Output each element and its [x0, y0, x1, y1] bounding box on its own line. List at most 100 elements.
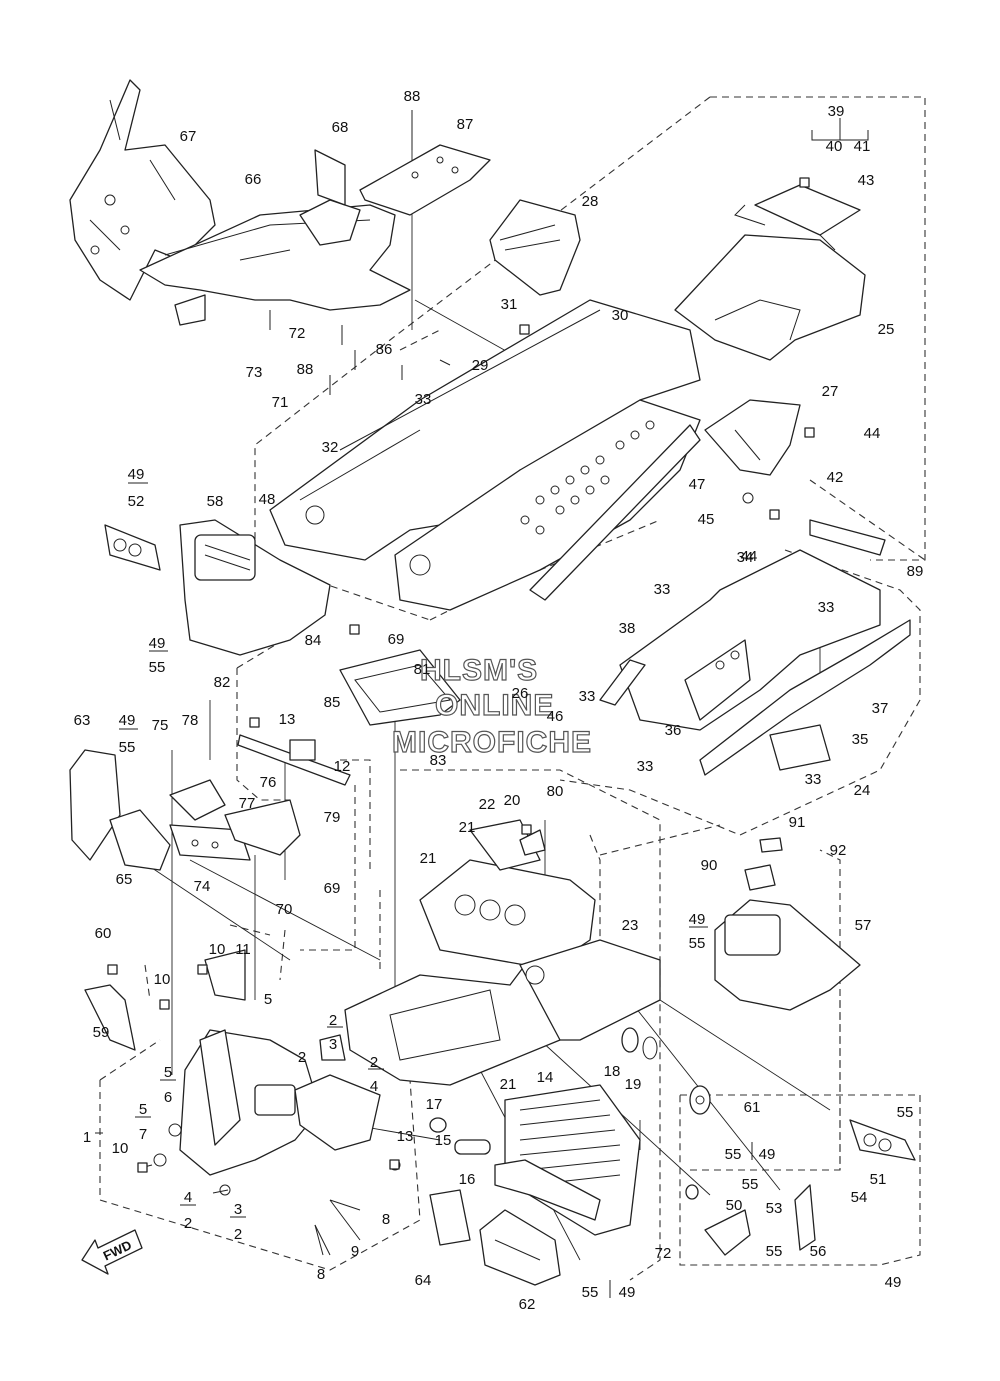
callout-number: 33 [415, 391, 432, 408]
coolant-tubes [429, 1117, 601, 1221]
footrest-bracket-left [104, 519, 331, 656]
callout-number: 55 [725, 1146, 742, 1163]
callout-number: 49 [759, 1146, 776, 1163]
cross-bar [237, 734, 351, 786]
bearings [621, 1027, 711, 1115]
callout-number: 8 [317, 1266, 325, 1283]
callout-number: 22 [479, 796, 496, 813]
callout-number: 62 [519, 1296, 536, 1313]
callout-number: 9 [351, 1243, 359, 1260]
right-rear-brackets [685, 1119, 916, 1256]
callout-number: 48 [259, 491, 276, 508]
callout-number: 72 [289, 325, 306, 342]
callout-number: 55 [766, 1243, 783, 1260]
callout-number: 91 [789, 814, 806, 831]
callout-number: 74 [194, 878, 211, 895]
callout-number: 23 [622, 917, 639, 934]
callout-number: 18 [604, 1063, 621, 1080]
callout-number: 3 [234, 1201, 242, 1218]
callout-number: 28 [582, 193, 599, 210]
callout-number: 53 [766, 1200, 783, 1217]
callout-number: 10 [154, 971, 171, 988]
callout-number: 59 [93, 1024, 110, 1041]
callout-number: 64 [415, 1272, 432, 1289]
callout-number: 2 [329, 1012, 337, 1029]
callout-number: 26 [512, 685, 529, 702]
callout-number: 33 [654, 581, 671, 598]
bracket-59 [84, 984, 136, 1051]
callout-number: 89 [907, 563, 924, 580]
callout-number: 66 [245, 171, 262, 188]
callout-number: 57 [855, 917, 872, 934]
callout-number: 49 [119, 712, 136, 729]
callout-number: 42 [827, 469, 844, 486]
callout-number: 7 [139, 1126, 147, 1143]
callout-number: 16 [459, 1171, 476, 1188]
callout-number: 8 [382, 1211, 390, 1228]
callout-number: 13 [279, 711, 296, 728]
callout-number: 2 [184, 1215, 192, 1232]
side-bracket [489, 199, 581, 296]
callout-number: 63 [74, 712, 91, 729]
callout-number: 10 [209, 941, 226, 958]
callout-number: 31 [501, 296, 518, 313]
running-boards [599, 519, 911, 776]
callout-number: 44 [741, 548, 758, 565]
callout-number: 54 [851, 1189, 868, 1206]
fasteners [107, 110, 815, 1256]
callout-number: 69 [388, 631, 405, 648]
callout-number: 47 [689, 476, 706, 493]
callout-number: 15 [435, 1132, 452, 1149]
battery-tray [339, 649, 461, 726]
callout-number: 6 [164, 1089, 172, 1106]
steering-brackets [169, 779, 301, 861]
callout-number: 92 [830, 842, 847, 859]
callout-number: 81 [414, 661, 431, 678]
callout-number: 44 [864, 425, 881, 442]
callout-number: 77 [239, 795, 256, 812]
callout-number: 2 [298, 1049, 306, 1066]
callout-number: 12 [334, 758, 351, 775]
right-bracket-27 [704, 399, 801, 504]
callout-number: 55 [742, 1176, 759, 1193]
callout-number: 61 [744, 1099, 761, 1116]
callout-number: 10 [112, 1140, 129, 1157]
central-chassis [344, 819, 661, 1086]
callout-number: 38 [619, 620, 636, 637]
rear-bracket-assembly [674, 184, 866, 361]
callout-number: 71 [272, 394, 289, 411]
callout-number: 1 [83, 1129, 91, 1146]
callout-number: 11 [235, 941, 251, 958]
watermark-line-3: MICROFICHE [392, 726, 592, 759]
callout-number: 50 [726, 1197, 743, 1214]
callout-number: 34 [737, 549, 754, 566]
callout-number: 49 [149, 635, 166, 652]
callout-number: 14 [537, 1069, 554, 1086]
callout-number: 30 [612, 307, 629, 324]
callout-number: 49 [619, 1284, 636, 1301]
callout-number: 52 [128, 493, 145, 510]
watermark: HLSM'S ONLINE MICROFICHE [391, 653, 592, 759]
main-tunnel [269, 299, 701, 611]
callout-number: 80 [547, 783, 564, 800]
callout-number: 4 [370, 1078, 378, 1095]
callout-number: 75 [152, 717, 169, 734]
callout-number: 88 [297, 361, 314, 378]
watermark-line-1: HLSM'S [420, 654, 538, 687]
callout-number: 90 [701, 857, 718, 874]
callout-number: 85 [324, 694, 341, 711]
callout-number: 36 [665, 722, 682, 739]
callout-number: 29 [472, 357, 489, 374]
callout-number: 83 [430, 752, 447, 769]
callout-number: 2 [370, 1054, 378, 1071]
callout-number: 84 [305, 632, 322, 649]
callout-number: 51 [870, 1171, 887, 1188]
callout-number: 24 [854, 782, 871, 799]
callout-number: 21 [420, 850, 437, 867]
callout-number: 55 [689, 935, 706, 952]
callout-number: 55 [119, 739, 136, 756]
callout-number: 33 [579, 688, 596, 705]
callout-number: 65 [116, 871, 133, 888]
callout-number: 3 [329, 1036, 337, 1053]
